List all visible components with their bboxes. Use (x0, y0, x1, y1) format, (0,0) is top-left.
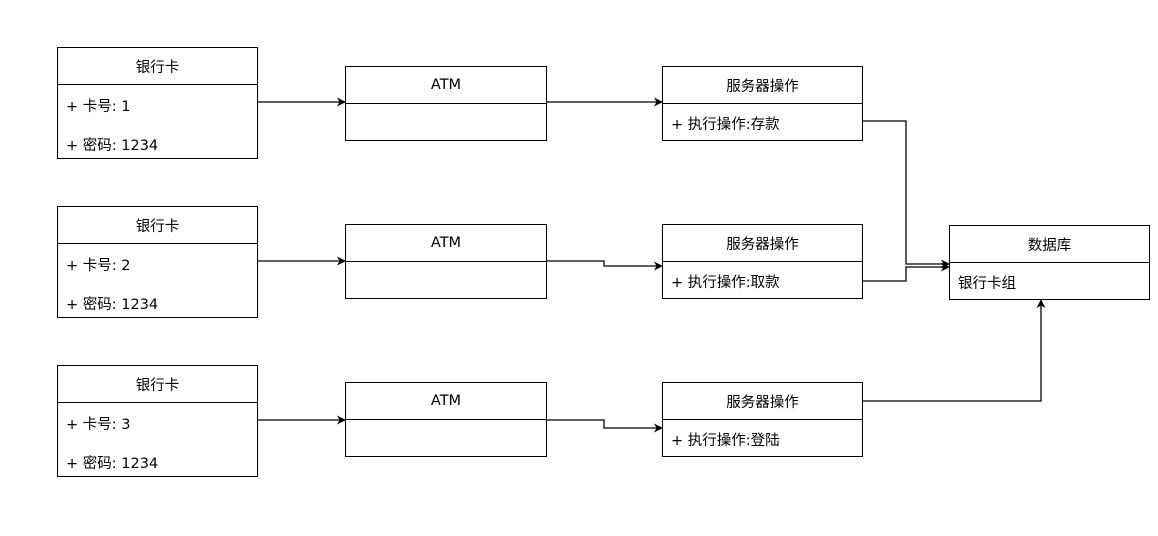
bank-card-title: 银行卡 (58, 207, 257, 244)
arrow-atm2-to-server2 (546, 260, 663, 271)
card-password-field: + 密码: 1234 (66, 138, 159, 154)
server-operation-2: 服务器操作 + 执行操作:取款 (662, 224, 863, 299)
bank-card-title: 银行卡 (58, 48, 257, 85)
server-operation-title: 服务器操作 (663, 225, 862, 262)
arrow-atm3-to-server3 (546, 419, 663, 433)
database-field: 银行卡组 (958, 276, 1016, 292)
server-operation-3: 服务器操作 + 执行操作:登陆 (662, 382, 863, 457)
server-operation-1: 服务器操作 + 执行操作:存款 (662, 66, 863, 141)
bank-card-1: 银行卡 + 卡号: 1 + 密码: 1234 (57, 47, 258, 159)
database: 数据库 银行卡组 (949, 225, 1150, 300)
server-operation-field: + 执行操作:登陆 (671, 433, 780, 449)
arrow-server1-to-database (862, 120, 950, 269)
bank-card-2: 银行卡 + 卡号: 2 + 密码: 1234 (57, 206, 258, 318)
atm-title: ATM (346, 383, 546, 420)
arrow-server3-to-database (862, 299, 1046, 402)
server-operation-field: + 执行操作:取款 (671, 275, 780, 291)
database-title: 数据库 (950, 226, 1149, 263)
card-password-field: + 密码: 1234 (66, 297, 159, 313)
atm-title: ATM (346, 225, 546, 262)
server-operation-title: 服务器操作 (663, 67, 862, 104)
atm-2: ATM (345, 224, 547, 299)
card-number-field: + 卡号: 1 (66, 99, 131, 115)
card-number-field: + 卡号: 3 (66, 417, 131, 433)
atm-1: ATM (345, 66, 547, 141)
arrow-server2-to-database (862, 262, 950, 282)
card-number-field: + 卡号: 2 (66, 258, 131, 274)
bank-card-title: 银行卡 (58, 366, 257, 403)
bank-card-3: 银行卡 + 卡号: 3 + 密码: 1234 (57, 365, 258, 477)
server-operation-title: 服务器操作 (663, 383, 862, 420)
atm-title: ATM (346, 67, 546, 104)
atm-3: ATM (345, 382, 547, 457)
card-password-field: + 密码: 1234 (66, 456, 159, 472)
server-operation-field: + 执行操作:存款 (671, 117, 780, 133)
